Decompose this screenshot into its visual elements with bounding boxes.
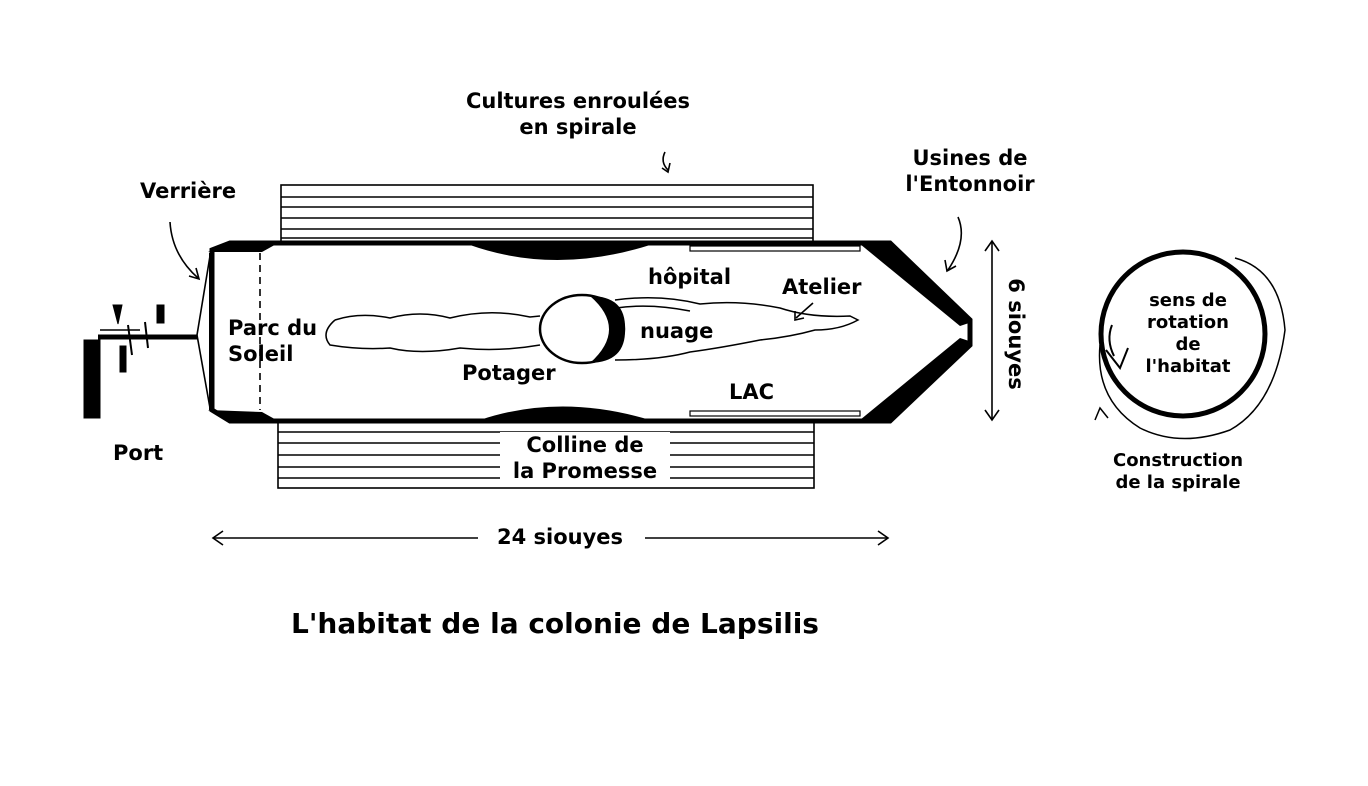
- port-spindle: [83, 304, 197, 419]
- spiral-label-line1: Construction: [1112, 450, 1244, 471]
- rotation-cross-section: [1094, 249, 1286, 440]
- cultures-label-line1: Cultures enroulées: [465, 89, 691, 113]
- port-label: Port: [113, 441, 164, 465]
- parc-label-line2: Soleil: [228, 342, 294, 366]
- rotation-label-line2: rotation: [1147, 312, 1229, 333]
- parc-label-line1: Parc du: [228, 316, 318, 340]
- colline-label-line2: la Promesse: [512, 459, 658, 483]
- hopital-label: hôpital: [648, 265, 732, 289]
- usines-label-line2: l'Entonnoir: [905, 172, 1035, 196]
- rotation-label-line4: l'habitat: [1145, 356, 1231, 377]
- pointer-arrows: [169, 151, 963, 321]
- length-label: 24 siouyes: [496, 525, 624, 549]
- colline-label: Colline de la Promesse: [500, 432, 670, 484]
- usines-label-line1: Usines de: [912, 146, 1028, 170]
- central-sphere: [538, 293, 626, 365]
- potager-label: Potager: [462, 361, 556, 385]
- cultures-label: Cultures enroulées en spirale: [448, 88, 708, 140]
- upper-crop-band: [280, 184, 814, 244]
- diagram-title: L'habitat de la colonie de Lapsilis: [291, 607, 819, 640]
- colline-label-line1: Colline de: [526, 433, 644, 457]
- spiral-label: Construction de la spirale: [1098, 450, 1258, 494]
- cloud-band: [325, 297, 860, 361]
- cultures-label-line2: en spirale: [519, 115, 637, 139]
- rotation-label: sens de rotation de l'habitat: [1128, 290, 1248, 378]
- length-dimension: [211, 530, 890, 546]
- rotation-label-line3: de: [1175, 334, 1201, 355]
- diameter-label: 6 siouyes: [1004, 278, 1028, 390]
- parc-label: Parc du Soleil: [228, 315, 317, 367]
- nuage-label: nuage: [640, 319, 714, 343]
- atelier-label: Atelier: [782, 275, 862, 299]
- diameter-dimension: [984, 239, 1000, 422]
- rotation-label-line1: sens de: [1149, 290, 1227, 311]
- usines-label: Usines de l'Entonnoir: [890, 145, 1050, 197]
- verriere-label: Verrière: [140, 179, 237, 203]
- spiral-label-line2: de la spirale: [1115, 472, 1241, 493]
- lac-label: LAC: [729, 380, 775, 404]
